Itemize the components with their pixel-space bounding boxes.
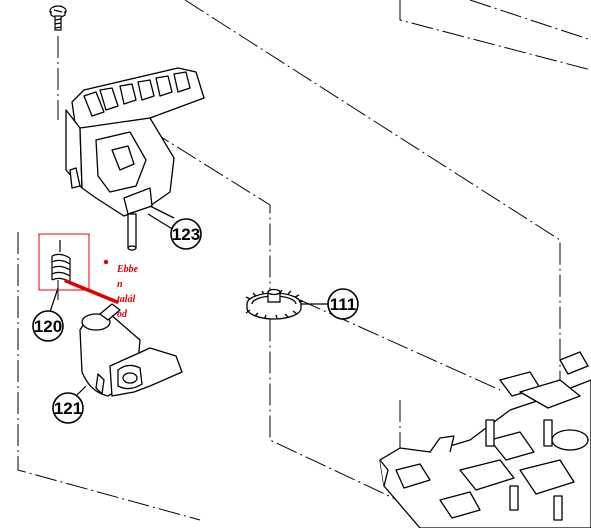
annotation-line-4: od xyxy=(117,309,128,320)
spring-part xyxy=(51,240,71,283)
annotation-line-1: Ebbe xyxy=(116,264,139,275)
guide-line-corner-2 xyxy=(469,0,591,41)
gear-part xyxy=(245,288,304,320)
highlight-annotation: Ebbe n talál od xyxy=(38,233,139,320)
screw-part xyxy=(49,5,67,31)
guide-line-top-right xyxy=(184,0,561,410)
highlight-arrow xyxy=(64,279,119,304)
callout-number: 111 xyxy=(330,295,357,314)
callout-121: 121 xyxy=(52,385,87,424)
highlight-box xyxy=(38,233,90,291)
annotation-line-2: n xyxy=(117,279,123,290)
callout-number: 121 xyxy=(54,399,82,418)
guide-line-corner xyxy=(399,0,591,71)
chassis-part xyxy=(379,351,591,528)
callout-123: 123 xyxy=(147,213,202,250)
annotation-line-3: talál xyxy=(117,294,136,305)
bracket-part xyxy=(65,67,205,251)
motor-part xyxy=(79,303,183,397)
guide-line-bracket-down xyxy=(149,129,441,521)
callout-number: 120 xyxy=(34,317,62,336)
callout-111: 111 xyxy=(301,288,359,320)
callout-120: 120 xyxy=(32,287,64,342)
guide-line-left xyxy=(17,232,201,521)
highlight-dot xyxy=(103,259,109,265)
callout-number: 123 xyxy=(172,225,200,244)
